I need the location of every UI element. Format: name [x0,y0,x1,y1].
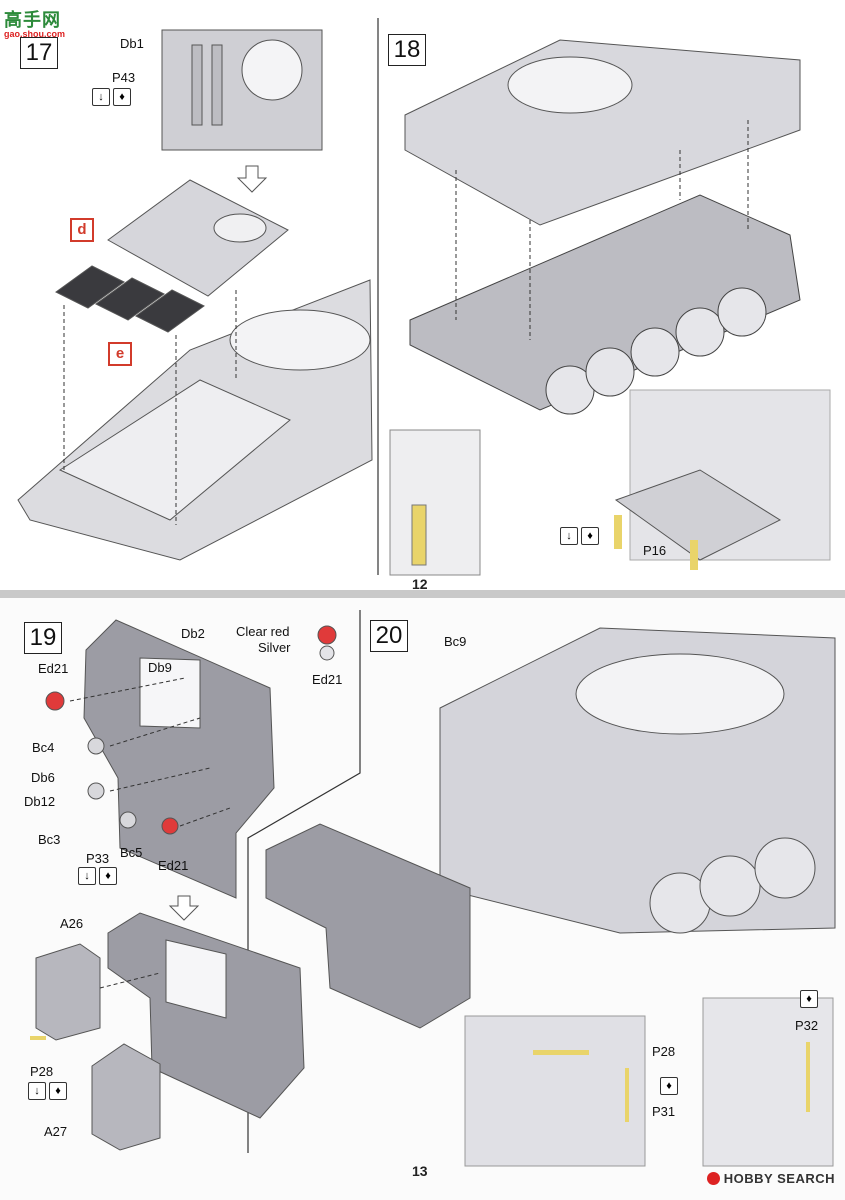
label-bc3: Bc3 [38,832,61,847]
glue-instruction-20b: ♦ [800,990,818,1008]
label-bc4: Bc4 [32,740,55,755]
glue-instruction-17: ↓ ♦ [92,88,131,106]
detail-inset-p28 [464,1015,646,1167]
step-19-number: 19 [24,622,62,654]
label-db6: Db6 [31,770,55,785]
site-logo: 高手网 gao.shou.com [4,10,66,39]
glue-drop-icon: ♦ [660,1077,678,1095]
door-plate-19-drawing [83,619,275,899]
hobby-search-logo-icon [706,1172,720,1185]
wheels-20-drawing [649,837,816,934]
hull-17-drawing [17,279,373,561]
assembled-plate-drawing [107,179,289,297]
label-p31: P31 [652,1104,676,1119]
glue-drop-icon: ♦ [800,990,818,1008]
glue-instruction-19: ↓ ♦ [78,867,117,885]
label-p28-19: P28 [30,1064,54,1079]
small-parts-19 [45,691,179,835]
label-db12: Db12 [24,794,56,809]
guide-lines-19 [69,677,231,989]
glue-instruction-19b: ↓ ♦ [28,1082,67,1100]
glue-drop-icon: ♦ [113,88,131,106]
step-20-number: 20 [370,620,408,652]
label-ed21-top: Ed21 [38,661,69,676]
box-a26 [35,943,101,1041]
label-p32: P32 [795,1018,819,1033]
db1-plate-drawing [161,29,323,151]
instruction-page-13: 19 Db2 Db9 Ed21 Bc4 Db6 Db12 Bc3 P33 Bc5… [0,598,845,1200]
down-arrow-icon: ↓ [78,867,96,885]
box-a27 [91,1043,161,1151]
step-17-number: 17 [20,37,58,69]
glue-instruction-18: ↓ ♦ [560,527,599,545]
page-number-13: 13 [412,1163,428,1179]
label-p28-20: P28 [652,1044,676,1059]
glue-drop-icon: ♦ [581,527,599,545]
label-bc9: Bc9 [444,634,467,649]
mark-d: d [70,218,94,242]
down-arrow-icon: ↓ [92,88,110,106]
label-db9: Db9 [148,660,172,675]
rear-door-assembly [265,823,471,1029]
clear-red-chip [317,625,337,645]
page-12-drawings [17,18,831,576]
color-note-part: Ed21 [312,672,343,687]
guide-lines-17 [63,290,237,525]
glue-drop-icon: ♦ [99,867,117,885]
grille-panels-drawing [55,265,205,333]
glue-instruction-20: ♦ [660,1077,678,1095]
label-db2: Db2 [181,626,205,641]
label-ed21-bottom: Ed21 [158,858,189,873]
step-18-number: 18 [388,34,426,66]
label-bc5: Bc5 [120,845,143,860]
down-arrow-icon [168,895,200,921]
running-gear-drawing [409,194,801,415]
page-number-12: 12 [412,576,428,592]
silver-chip [319,645,335,661]
label-p16: P16 [643,543,667,558]
guide-lines-18 [455,120,749,340]
instruction-page-12: 高手网 gao.shou.com [0,0,845,598]
label-p33: P33 [86,851,110,866]
label-p43: P43 [112,70,136,85]
mark-e: e [108,342,132,366]
label-a27: A27 [44,1124,68,1139]
color-note-red: Clear red [236,624,290,639]
down-arrow-icon: ↓ [28,1082,46,1100]
detail-inset-p32 [702,997,834,1167]
down-arrow-icon: ↓ [560,527,578,545]
label-a26: A26 [60,916,84,931]
label-db1: Db1 [120,36,144,51]
hobby-search-watermark: HOBBY SEARCH [706,1171,835,1186]
color-note-silver: Silver [258,640,291,655]
hull-18-drawing [404,39,801,226]
page-13-drawings [30,610,836,1167]
detail-inset-left [389,429,481,576]
down-arrow-icon [236,165,268,193]
glue-drop-icon: ♦ [49,1082,67,1100]
